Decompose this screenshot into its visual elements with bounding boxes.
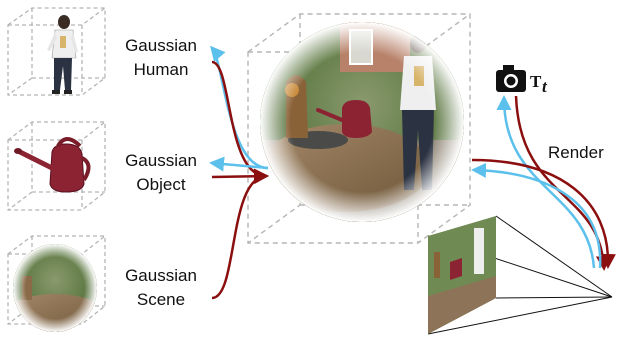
label-gaussian-scene: Gaussian Scene	[125, 266, 197, 309]
rendered-image	[428, 216, 496, 334]
svg-text:Gaussian: Gaussian	[125, 151, 197, 170]
svg-text:T: T	[530, 72, 542, 91]
composite-scene-image	[260, 22, 464, 222]
human-figure	[47, 15, 78, 94]
arrow-render-from-scene-red	[471, 158, 616, 269]
render-label: Render	[548, 143, 604, 162]
camera-icon	[496, 65, 526, 92]
label-gaussian-object: Gaussian Object	[125, 151, 197, 194]
small-scene-image	[13, 244, 97, 332]
watering-can	[14, 137, 91, 193]
arrow-from-human-red	[211, 60, 269, 184]
camera-pose-label: T t	[530, 72, 548, 96]
svg-text:Scene: Scene	[137, 290, 185, 309]
svg-text:Gaussian: Gaussian	[125, 266, 197, 285]
svg-text:t: t	[542, 77, 548, 96]
arrow-render-red	[514, 95, 611, 271]
label-gaussian-human: Gaussian Human	[125, 36, 197, 79]
arrow-from-scene-red	[211, 169, 269, 300]
arrow-grad-to-camera-blue	[496, 95, 596, 269]
svg-text:Gaussian: Gaussian	[125, 36, 197, 55]
svg-text:Human: Human	[134, 60, 189, 79]
arrow-grad-to-scene-blue	[471, 162, 602, 269]
arrow-to-object-blue	[209, 156, 269, 172]
arrow-from-object-red	[211, 168, 269, 184]
svg-text:Object: Object	[136, 175, 185, 194]
